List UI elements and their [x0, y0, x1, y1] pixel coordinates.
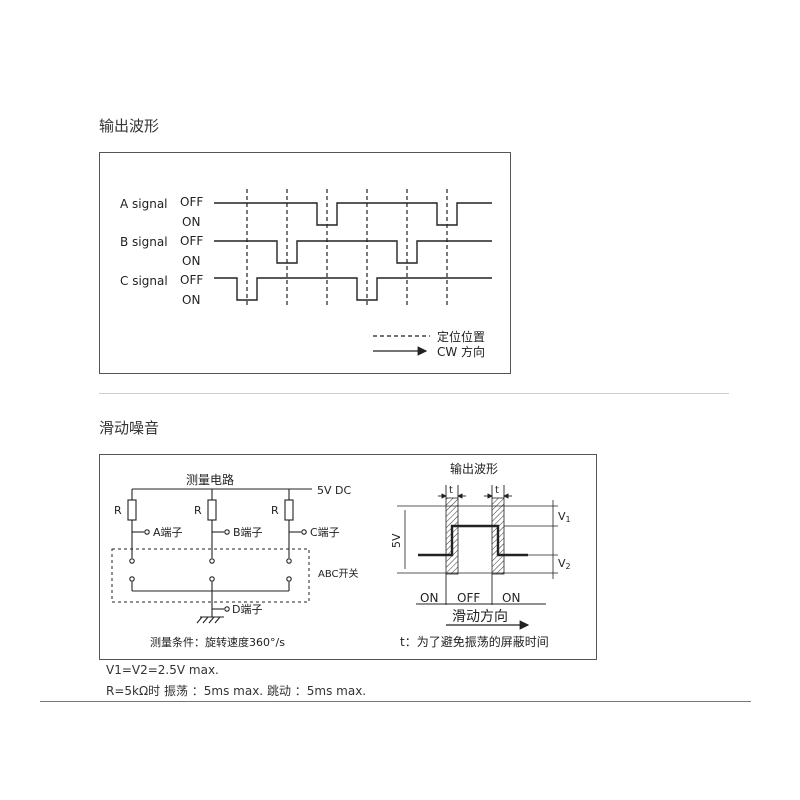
a-signal-waveform: [214, 202, 492, 226]
output-waveform-diagram: A signal OFF ON B signal OFF ON C signal…: [99, 152, 511, 374]
circuit-title: 测量电路: [186, 472, 234, 487]
terminal-c-label: C端子: [310, 526, 340, 539]
b-signal-label: B signal: [120, 235, 168, 249]
a-on-label: ON: [182, 215, 200, 229]
t-label-2: t: [495, 485, 499, 496]
section-title-output-waveform: 输出波形: [99, 117, 160, 135]
resistor-label-b: R: [194, 504, 202, 517]
sliding-noise-diagram: 测量电路 5V DC: [99, 454, 597, 660]
measurement-circuit: 测量电路 5V DC: [111, 472, 359, 649]
c-signal-waveform: [214, 277, 492, 301]
a-signal-label: A signal: [120, 197, 168, 211]
abc-switch-box: [111, 548, 310, 603]
five-v-label: 5V: [390, 533, 403, 548]
resistor-label-a: R: [114, 504, 122, 517]
waveform-title: 输出波形: [450, 461, 498, 476]
on-label-right: ON: [502, 591, 520, 605]
slide-direction-label: 滑动方向: [452, 608, 508, 625]
c-on-label: ON: [182, 293, 200, 307]
noise-signal-trace: [418, 524, 528, 557]
section-title-sliding-noise: 滑动噪音: [99, 419, 160, 437]
a-off-label: OFF: [180, 195, 203, 209]
b-on-label: ON: [182, 254, 200, 268]
t-label-1: t: [449, 485, 453, 496]
position-lines: [246, 189, 448, 307]
v2-label: V2: [558, 557, 571, 571]
b-off-label: OFF: [180, 234, 203, 248]
circuit-and-waveform-svg: 测量电路 5V DC: [111, 461, 571, 649]
timing-diagram-svg: A signal OFF ON B signal OFF ON C signal…: [120, 189, 492, 359]
measurement-condition: 测量条件：旋转速度360°/s: [150, 635, 285, 649]
bottom-divider: [40, 701, 751, 702]
terminal-b-label: B端子: [233, 526, 263, 539]
on-label-left: ON: [420, 591, 438, 605]
terminal-d-label: D端子: [232, 603, 262, 616]
c-signal-label: C signal: [120, 274, 168, 288]
off-label: OFF: [457, 591, 480, 605]
legend-position-label: 定位位置: [437, 329, 485, 344]
supply-label: 5V DC: [317, 484, 351, 497]
noise-waveform: 输出波形 t t: [390, 461, 571, 649]
resistor-label-c: R: [271, 504, 279, 517]
spec-note-voltage: V1=V2=2.5V max.: [106, 663, 219, 677]
terminal-a-label: A端子: [153, 526, 183, 539]
v1-label: V1: [558, 510, 571, 524]
b-signal-waveform: [214, 240, 492, 264]
section-divider: [99, 393, 729, 394]
c-off-label: OFF: [180, 273, 203, 287]
spec-note-bounce: R=5kΩ时 振荡 ：5ms max. 跳动 ：5ms max.: [106, 684, 367, 698]
abc-switch-label: ABC开关: [318, 567, 359, 580]
legend-cw-label: CW 方向: [437, 344, 485, 359]
mask-time-caption: t：为了避免振荡的屏蔽时间: [400, 634, 549, 649]
